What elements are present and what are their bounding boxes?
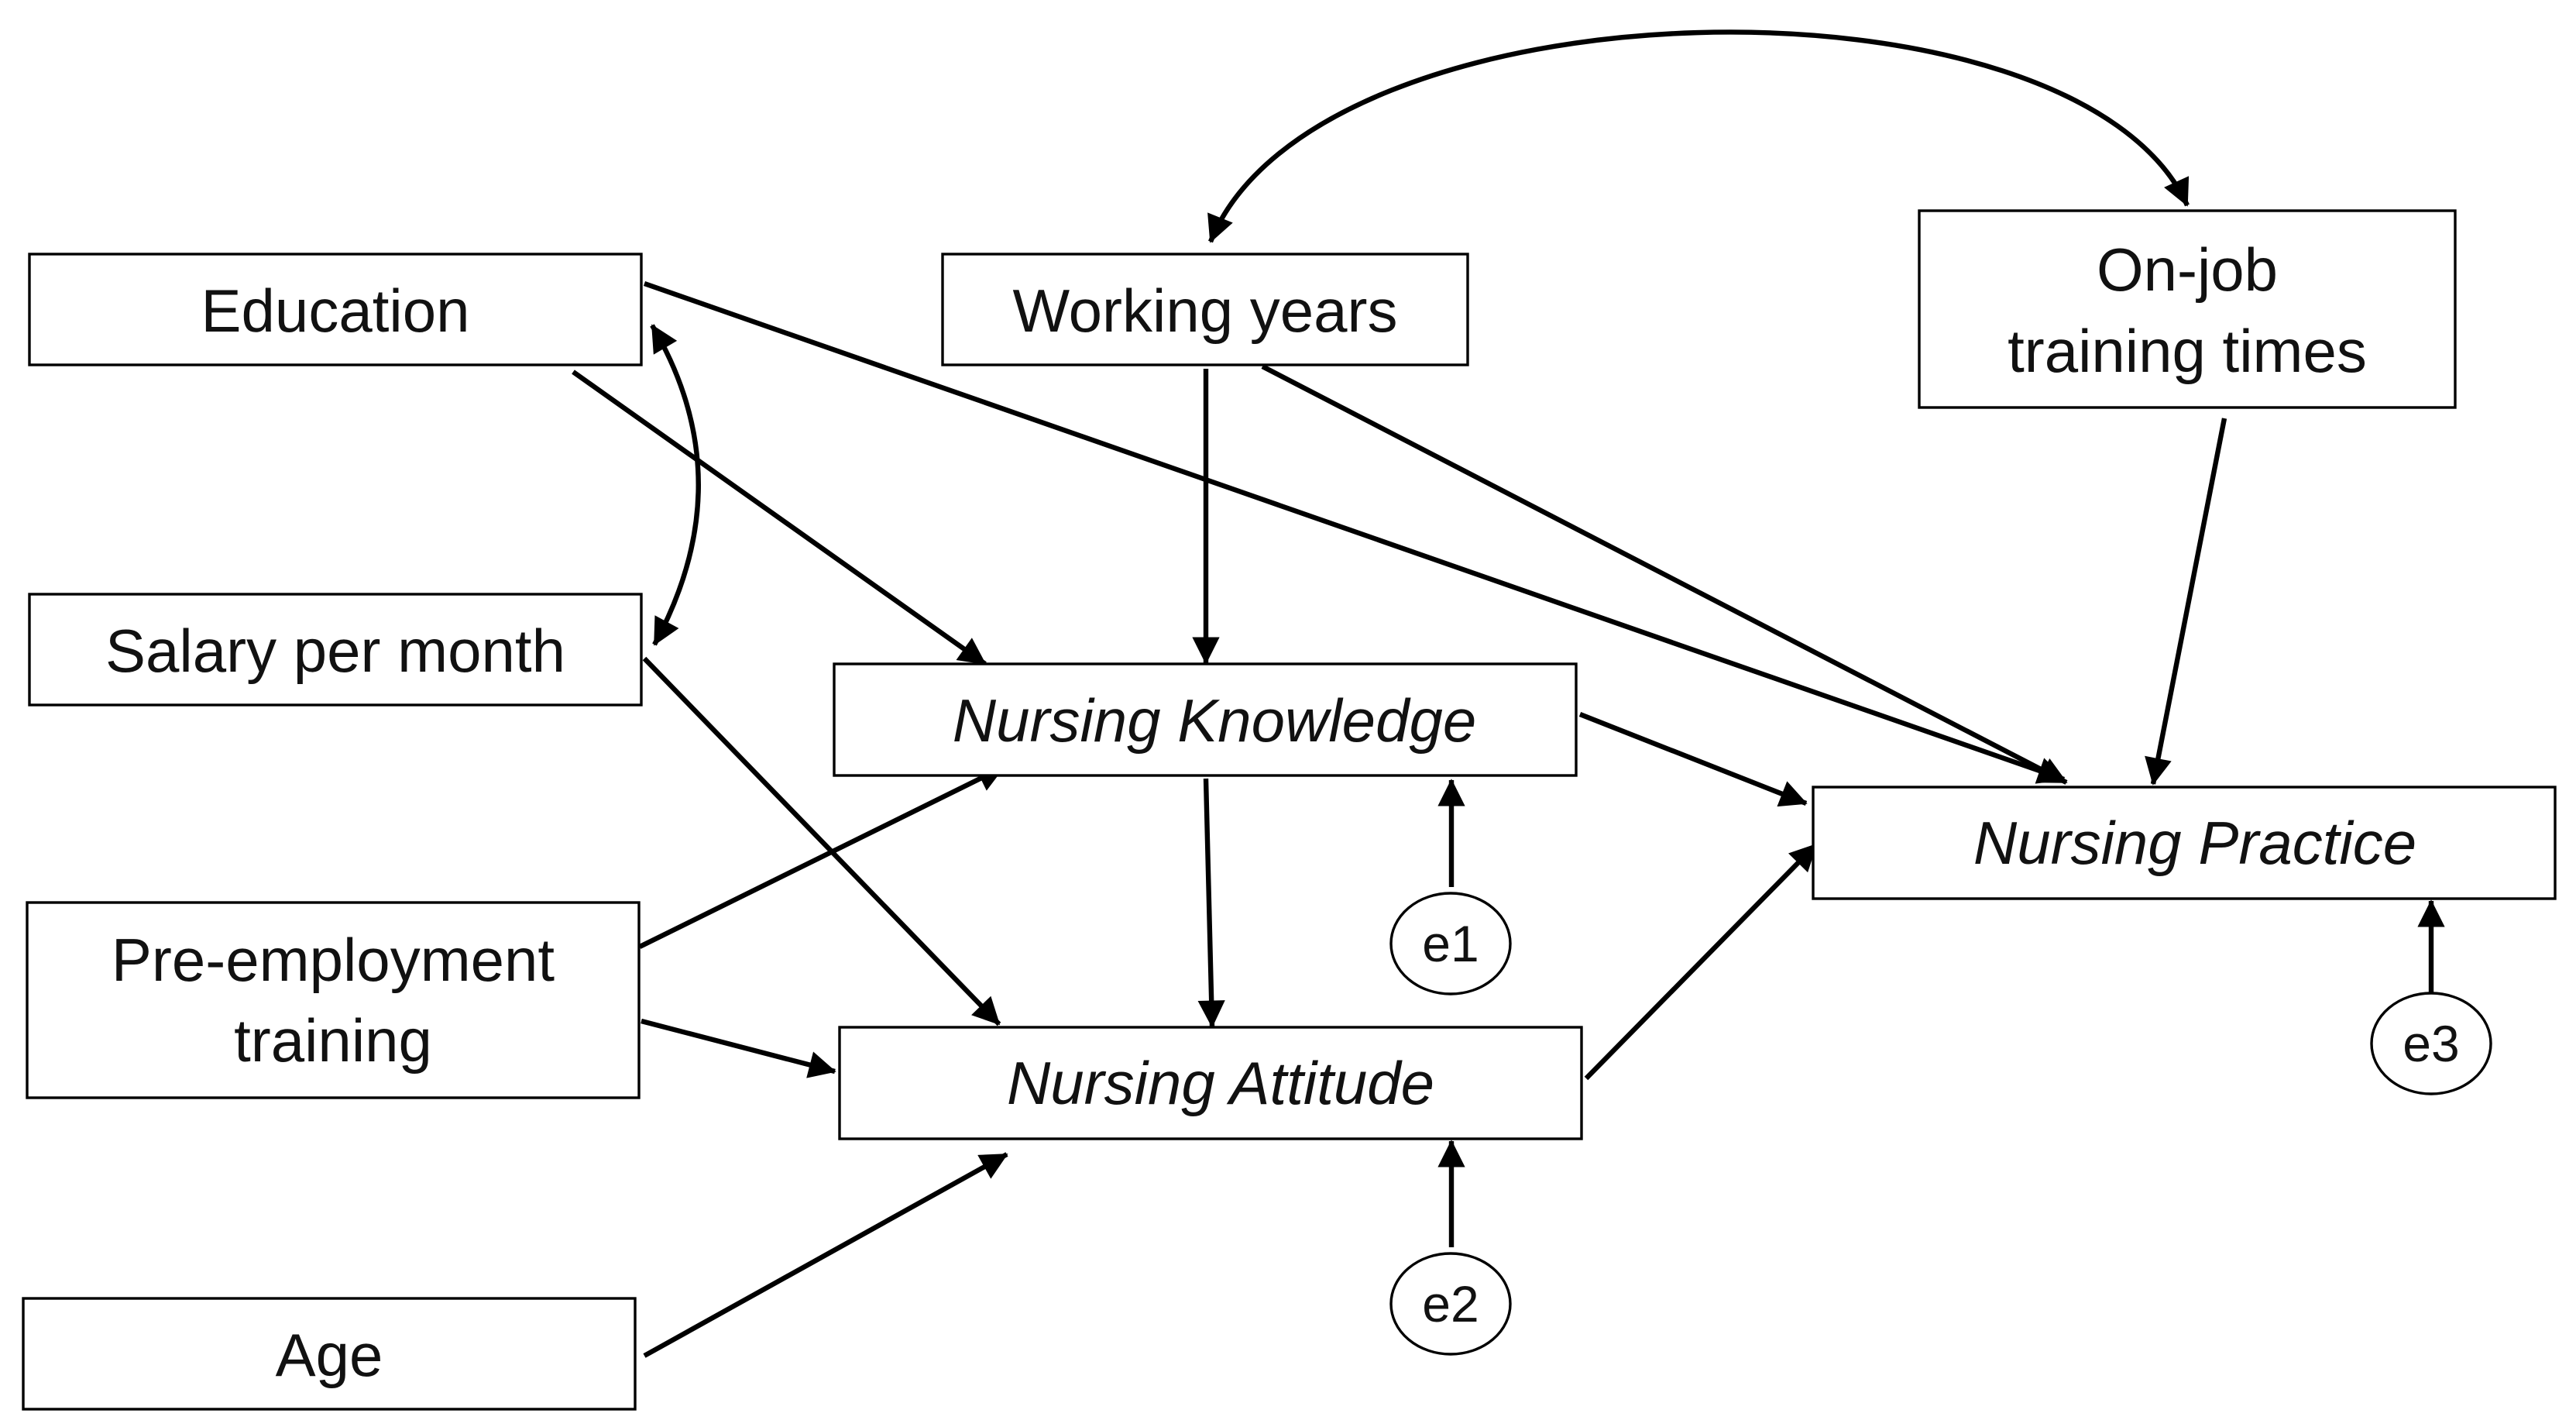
node-nursing-knowledge-label: Nursing Knowledge bbox=[953, 686, 1476, 755]
error-e3: e3 bbox=[2370, 992, 2492, 1095]
error-e3-label: e3 bbox=[2403, 1015, 2459, 1072]
node-working-years-box bbox=[941, 253, 1469, 366]
error-e2: e2 bbox=[1389, 1252, 1512, 1356]
node-age-label: Age bbox=[276, 1321, 383, 1389]
node-working-years: Working years bbox=[941, 253, 1469, 366]
node-salary-label: Salary per month bbox=[105, 617, 565, 685]
node-nursing-attitude-box bbox=[838, 1026, 1583, 1140]
edge-preemployment-to-knowledge bbox=[638, 765, 1005, 949]
error-e1-circle bbox=[1389, 892, 1512, 995]
error-e1-label: e1 bbox=[1422, 915, 1479, 972]
edge-workingyears-to-practice bbox=[1261, 364, 2068, 785]
node-nursing-practice-box bbox=[1812, 786, 2557, 900]
node-education-box bbox=[28, 253, 643, 366]
edge-education-to-practice bbox=[643, 280, 2066, 784]
node-age-box bbox=[22, 1297, 637, 1411]
node-nursing-knowledge-box bbox=[833, 662, 1578, 777]
node-pre-employment-box bbox=[26, 901, 641, 1099]
node-nursing-attitude: Nursing Attitude bbox=[838, 1026, 1583, 1140]
error-e2-circle bbox=[1389, 1252, 1512, 1356]
node-salary-box bbox=[28, 593, 643, 707]
node-nursing-knowledge: Nursing Knowledge bbox=[833, 662, 1578, 777]
node-salary: Salary per month bbox=[28, 593, 643, 707]
node-working-years-label: Working years bbox=[1012, 277, 1397, 345]
node-nursing-practice-label: Nursing Practice bbox=[1973, 809, 2416, 877]
correlation-workingyears-onjob bbox=[1207, 29, 2190, 243]
error-e1: e1 bbox=[1389, 892, 1512, 995]
node-on-job-training-label-line2: training times bbox=[2008, 317, 2367, 385]
node-on-job-training-box bbox=[1918, 209, 2457, 409]
node-pre-employment: Pre-employment training bbox=[26, 901, 641, 1099]
node-education: Education bbox=[28, 253, 643, 366]
node-education-label: Education bbox=[201, 277, 470, 345]
node-nursing-practice: Nursing Practice bbox=[1812, 786, 2557, 900]
edge-knowledge-to-practice bbox=[1578, 712, 1808, 807]
node-pre-employment-label-line2: training bbox=[234, 1006, 432, 1075]
edge-age-to-attitude bbox=[643, 1152, 1008, 1358]
edge-education-to-knowledge bbox=[572, 370, 987, 666]
node-on-job-training: On-job training times bbox=[1918, 209, 2457, 409]
edge-preemployment-to-attitude bbox=[641, 1018, 836, 1078]
node-pre-employment-label-line1: Pre-employment bbox=[112, 926, 555, 994]
node-on-job-training-label-line1: On-job bbox=[2097, 236, 2278, 304]
edge-onjob-to-practice bbox=[2145, 418, 2227, 786]
error-e2-label: e2 bbox=[1422, 1275, 1479, 1332]
node-age: Age bbox=[22, 1297, 637, 1411]
edge-attitude-to-practice bbox=[1584, 842, 1819, 1081]
edge-knowledge-to-attitude bbox=[1197, 778, 1225, 1028]
edge-salary-to-attitude bbox=[642, 656, 1001, 1026]
node-nursing-attitude-label: Nursing Attitude bbox=[1007, 1049, 1434, 1117]
error-e3-circle bbox=[2370, 992, 2492, 1095]
edges bbox=[572, 29, 2445, 1358]
correlation-education-salary bbox=[650, 324, 701, 646]
